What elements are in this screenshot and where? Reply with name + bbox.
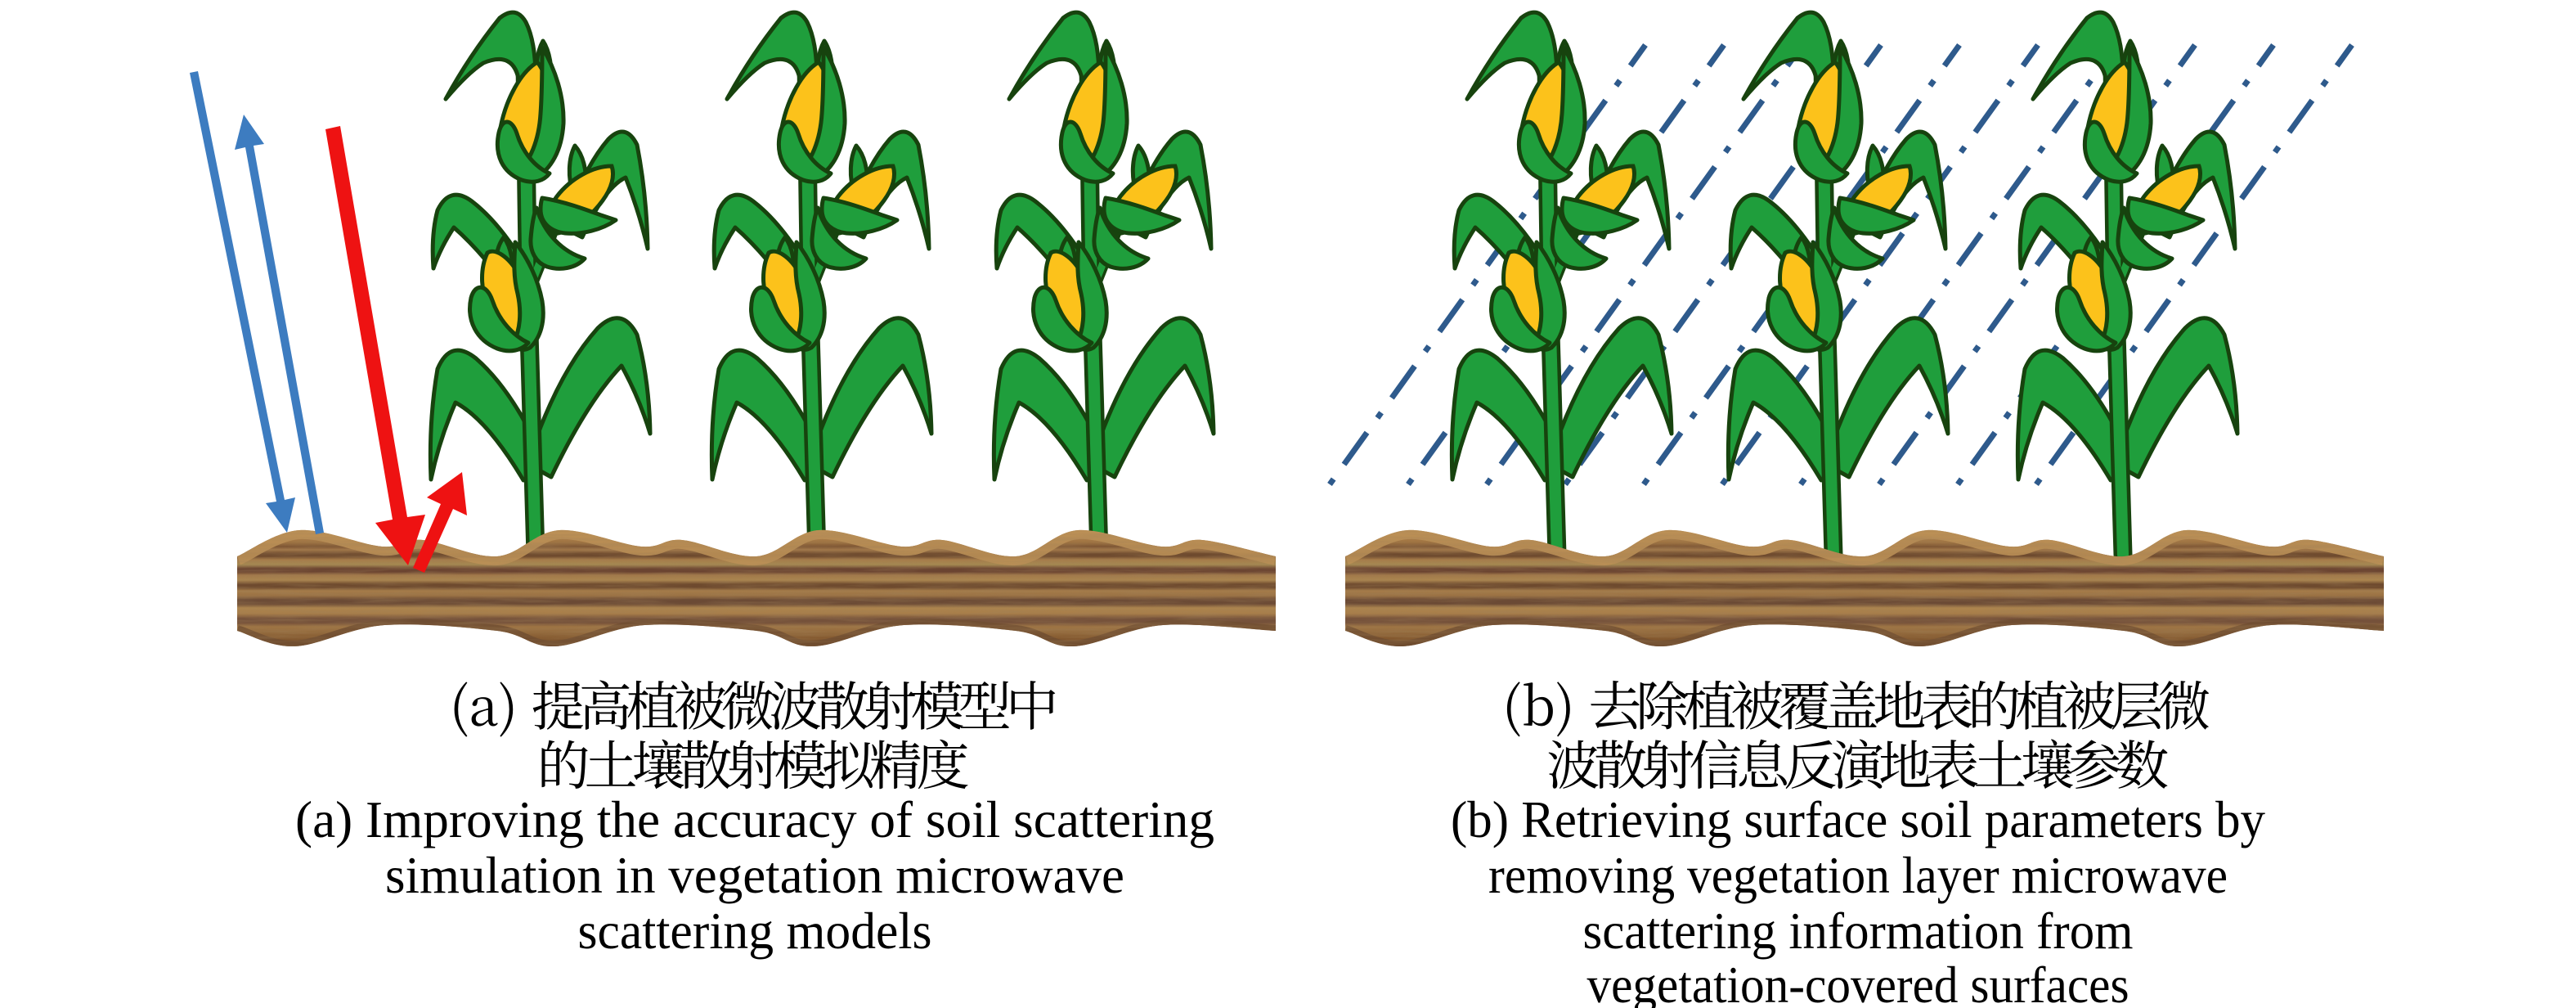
svg-text:vegetation-covered surfaces: vegetation-covered surfaces — [1587, 956, 2129, 1008]
svg-text:removing vegetation layer micr: removing vegetation layer microwave — [1488, 846, 2228, 904]
svg-text:(b) Retrieving surface soil pa: (b) Retrieving surface soil parameters b… — [1451, 790, 2265, 848]
svg-text:scattering information from: scattering information from — [1583, 902, 2134, 960]
svg-text:(a) Improving the accuracy of: (a) Improving the accuracy of soil scatt… — [295, 790, 1214, 848]
svg-text:simulation in vegetation micro: simulation in vegetation microwave — [385, 846, 1124, 904]
svg-text:scattering models: scattering models — [578, 902, 932, 960]
